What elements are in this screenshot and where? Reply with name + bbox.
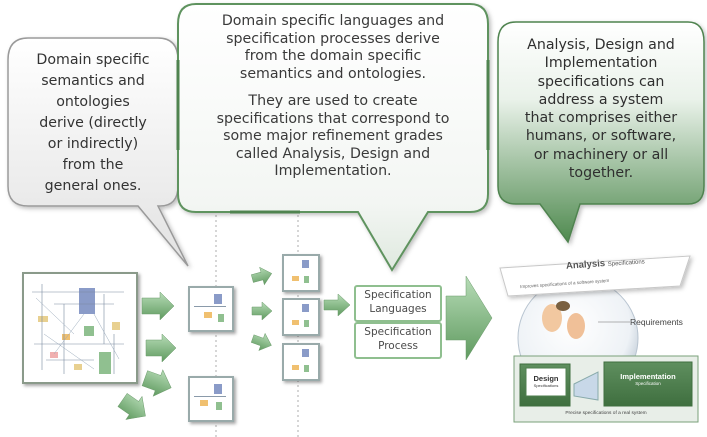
arrow-icon [323,293,351,317]
arrow-icon [445,275,493,361]
left-line-6: from the [62,157,124,173]
language-thumbnail-2 [282,298,320,336]
right-line-7: or machinery or all [533,146,669,163]
language-thumbnail-3 [282,343,320,381]
center-p1-line-3: from the domain specific [244,48,422,64]
spec-languages-box: Specification Languages [354,285,442,322]
right-line-8: together. [568,165,634,182]
left-line-2: semantics and [41,73,145,89]
general-ontology-thumbnail [22,272,138,384]
center-p2-line-1: They are used to create [248,93,418,109]
language-thumbnail-1 [282,254,320,292]
left-line-1: Domain specific [36,52,150,68]
domain-ontology-thumbnail-1 [188,286,234,332]
arrow-icon [145,333,177,363]
spec-process-box: Specification Process [354,322,442,359]
spec-languages-line-1: Specification [364,289,432,301]
arrow-icon [250,266,273,286]
implementation-spec-label: Implementation Specification [620,372,676,386]
design-spec-label: Design Specifications [533,374,559,388]
arrow-icon [251,301,273,321]
center-p2-line-2: specifications that correspond to [216,110,450,127]
arrow-icon [250,332,272,351]
right-line-6: humans, or software, [525,128,677,145]
right-line-4: address a system [538,91,664,108]
right-line-2: Implementation [544,55,658,72]
center-callout-text: Domain specific languages and specificat… [182,13,484,181]
domain-ontology-thumbnail-2 [188,376,234,422]
arrow-icon [141,369,172,397]
spec-process-line-1: Specification [364,326,432,338]
left-line-7: general ones. [44,178,142,194]
center-p2-line-5: Implementation. [274,163,392,179]
center-p1-line-2: specification processes derive [226,30,440,47]
right-callout-text: Analysis, Design and Implementation spec… [500,36,702,182]
arrow-icon [141,291,175,321]
arrow-icon [117,393,146,420]
left-line-5: or indirectly) [47,136,139,152]
requirements-label: Requirements [630,317,683,327]
center-p1-line-1: Domain specific languages and [221,13,445,29]
center-p2-line-3: some major refinement grades [223,128,443,144]
left-callout-text: Domain specific semantics and ontologies… [10,50,176,197]
center-p1-line-4: semantics and ontologies. [239,65,427,82]
bottom-caption: Precise specifications of a real system [565,411,647,416]
right-line-1: Analysis, Design and [527,37,675,53]
center-p2-line-4: called Analysis, Design and [235,145,431,162]
spec-languages-line-2: Languages [369,303,427,315]
right-line-5: that comprises either [524,110,678,127]
left-line-3: ontologies [56,94,130,110]
spec-process-line-2: Process [378,340,418,352]
ontology-diagram-graphic [32,284,124,374]
left-line-4: derive (directly [39,115,147,131]
right-line-3: specifications can [537,73,665,90]
